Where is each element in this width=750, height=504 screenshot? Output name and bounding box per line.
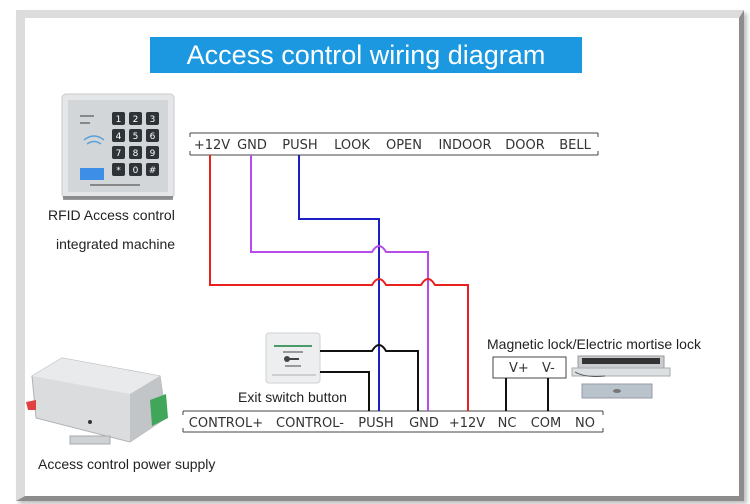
keypad-key [112,129,125,142]
exit-switch-wire-1 [320,344,419,411]
gnd-wire [250,155,429,411]
lock-terminal-vminus: V- [542,361,555,376]
lock-terminal-vplus: V+ [509,361,529,376]
top-terminal-look: LOOK [334,138,370,153]
top-terminal-12v: +12V [194,138,230,153]
bottom-terminal-control: CONTROL+ [189,416,263,431]
keypad-key-label: 6 [150,132,156,142]
bottom-terminal-control: CONTROL- [276,416,344,431]
bottom-terminal-com: COM [531,416,562,431]
top-terminal-push: PUSH [282,138,317,153]
top-terminal-door: DOOR [505,138,545,153]
exit-switch-label: Exit switch button [238,389,347,405]
bottom-terminal-push: PUSH [358,416,393,431]
page-title: Access control wiring diagram [150,37,582,73]
rfid-label-line2: integrated machine [56,236,176,252]
bottom-terminal-gnd: GND [409,416,439,431]
keypad-key-label: 2 [133,115,139,125]
bottom-terminal-nc: NC [498,416,517,431]
keypad-key [112,112,125,125]
keypad-key [146,163,159,176]
power-supply-device [26,357,168,445]
exit-switch-wire-2 [320,371,370,411]
keypad-key [129,163,142,176]
lock-terminal-box: V+ V- [492,356,567,379]
keypad-key [112,163,125,176]
bottom-terminal-no: NO [575,416,595,431]
magnetic-lock-device [571,355,671,399]
bottom-terminal-strip: CONTROL+ CONTROL- PUSH GND +12V NC COM NO [182,410,604,433]
top-terminal-indoor: INDOOR [438,138,491,153]
keypad-key-label: 0 [133,166,139,176]
lock-label: Magnetic lock/Electric mortise lock [487,336,701,352]
keypad-key-label: # [149,166,157,176]
keypad-key-label: 4 [116,132,122,142]
keypad-key [146,112,159,125]
top-terminal-open: OPEN [386,138,422,153]
keypad-key [129,129,142,142]
12v-wire [209,155,469,411]
top-terminal-gnd: GND [237,138,267,153]
keypad-key-label: 3 [150,115,156,125]
keypad-key-label: 8 [133,149,139,159]
keypad-key [112,146,125,159]
exit-switch-device [265,332,321,384]
top-terminal-bell: BELL [559,138,591,153]
keypad-key-label: 7 [116,149,122,159]
keypad-key-label: 5 [133,132,139,142]
keypad-key-label: 9 [150,149,156,159]
bottom-terminal-12v: +12V [449,416,485,431]
keypad-key [129,112,142,125]
keypad-key-label: * [116,166,121,176]
top-terminal-strip: +12V GND PUSH LOOK OPEN INDOOR DOOR BELL [189,132,599,156]
power-supply-label: Access control power supply [38,456,216,472]
keypad-key [146,146,159,159]
keypad: 1 2 3 4 5 6 7 8 9 * 0 # [112,112,159,176]
keypad-key-label: 1 [116,115,122,125]
rfid-device: 1 2 3 4 5 6 7 8 9 * 0 # [61,93,175,200]
push-wire [298,155,380,411]
keypad-key [129,146,142,159]
rfid-label-line1: RFID Access control [48,207,175,223]
keypad-key [146,129,159,142]
